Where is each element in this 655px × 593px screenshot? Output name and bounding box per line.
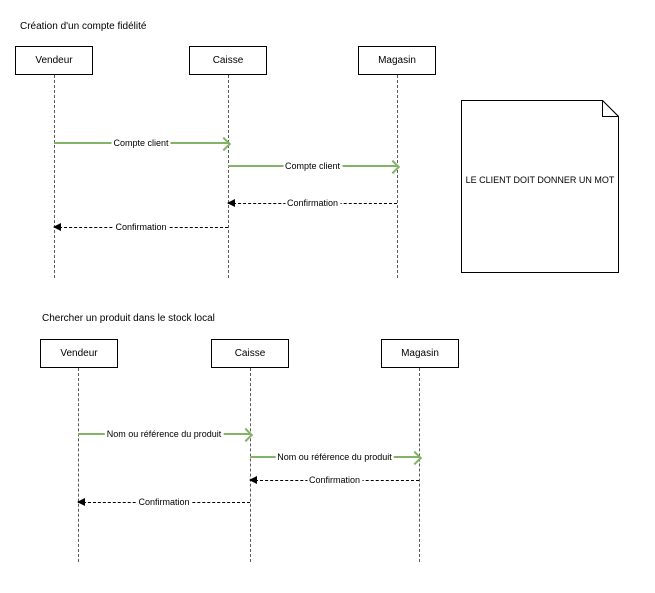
arrowhead-left-icon: [227, 199, 235, 207]
arrowhead-left-icon: [53, 223, 61, 231]
actor-label: Caisse: [212, 55, 244, 66]
actor-label: Magasin: [401, 348, 439, 359]
note-text: LE CLIENT DOIT DONNER UN MOT: [465, 175, 615, 185]
actor-box-vendeur: Vendeur: [15, 46, 93, 75]
actor-box-caisse-2: Caisse: [211, 339, 289, 368]
sequence2-title: Chercher un produit dans le stock local: [42, 313, 215, 324]
message-label: Compte client: [111, 138, 171, 148]
message-label: Confirmation: [284, 198, 341, 208]
actor-label: Vendeur: [60, 348, 98, 359]
note-shape: LE CLIENT DOIT DONNER UN MOT: [461, 100, 619, 273]
actor-label: Magasin: [378, 55, 416, 66]
actor-box-magasin-2: Magasin: [381, 339, 459, 368]
message-label: Nom ou référence du produit: [275, 452, 394, 462]
lifeline-magasin: [397, 75, 398, 278]
lifeline-vendeur: [54, 75, 55, 278]
actor-box-vendeur-2: Vendeur: [40, 339, 118, 368]
message-label: Confirmation: [306, 475, 363, 485]
message-label: Confirmation: [113, 222, 169, 232]
sequence1-title: Création d'un compte fidélité: [20, 21, 147, 32]
note-outline-icon: [461, 100, 619, 273]
message-label: Confirmation: [136, 497, 192, 507]
lifeline-caisse: [228, 75, 229, 278]
arrowhead-left-icon: [249, 476, 257, 484]
message-label: Nom ou référence du produit: [104, 429, 224, 439]
message-label: Compte client: [282, 161, 343, 171]
actor-label: Caisse: [234, 348, 266, 359]
actor-box-magasin: Magasin: [358, 46, 436, 75]
actor-label: Vendeur: [35, 55, 73, 66]
arrowhead-left-icon: [77, 498, 85, 506]
lifeline-caisse-2: [250, 368, 251, 562]
actor-box-caisse: Caisse: [189, 46, 267, 75]
lifeline-magasin-2: [419, 368, 420, 562]
lifeline-vendeur-2: [78, 368, 79, 562]
